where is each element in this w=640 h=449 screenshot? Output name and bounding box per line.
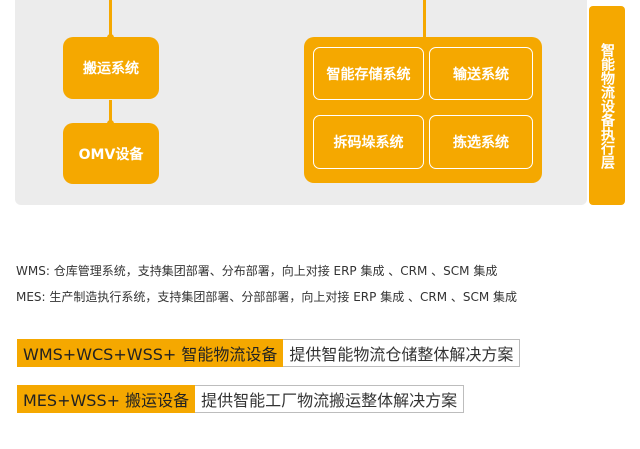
palletizing-cell: 拆码垛系统 bbox=[313, 115, 424, 169]
picking-cell: 拣选系统 bbox=[429, 115, 533, 169]
banner-key: WMS+WCS+WSS+ 智能物流设备 bbox=[17, 339, 284, 367]
logistics-system-group: 智能存储系统 输送系统 拆码垛系统 拣选系统 bbox=[304, 37, 542, 183]
banner-value: 提供智能物流仓储整体解决方案 bbox=[283, 339, 521, 367]
smart-storage-cell: 智能存储系统 bbox=[313, 47, 424, 100]
mes-solution-banner: MES+WSS+ 搬运设备 提供智能工厂物流搬运整体解决方案 bbox=[17, 385, 465, 413]
banner-value: 提供智能工厂物流搬运整体解决方案 bbox=[195, 385, 465, 413]
conveyor-cell: 输送系统 bbox=[429, 47, 533, 100]
wms-description: WMS: 仓库管理系统，支持集团部署、分布部署，向上对接 ERP 集成 、CRM… bbox=[16, 264, 498, 278]
handling-system-box: 搬运系统 bbox=[63, 37, 159, 99]
connector-line-left-mid bbox=[109, 100, 112, 124]
execution-layer-label: 智能物流设备执行层 bbox=[589, 6, 625, 205]
connector-line-right-top bbox=[423, 0, 426, 38]
omv-device-box: OMV设备 bbox=[63, 123, 159, 184]
wms-solution-banner: WMS+WCS+WSS+ 智能物流设备 提供智能物流仓储整体解决方案 bbox=[17, 339, 521, 367]
mes-description: MES: 生产制造执行系统，支持集团部署、分部部署，向上对接 ERP 集成 、C… bbox=[16, 290, 518, 304]
connector-line-left-top bbox=[109, 0, 112, 38]
banner-key: MES+WSS+ 搬运设备 bbox=[17, 385, 196, 413]
